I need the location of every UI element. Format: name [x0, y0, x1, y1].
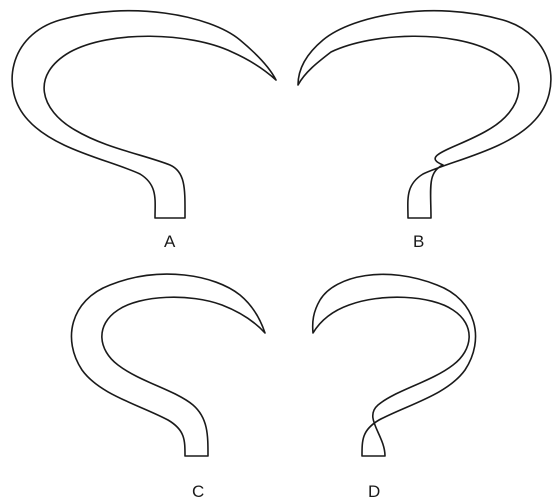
hook-shape-c: [71, 274, 265, 456]
hook-outline-c: [71, 274, 265, 456]
label-d: D: [368, 482, 380, 501]
hook-shape-d: [313, 274, 476, 456]
hook-shape-b: [298, 11, 551, 218]
hook-shape-a: [12, 11, 276, 218]
hook-outline-a: [12, 11, 276, 218]
hook-outline-d: [313, 274, 476, 456]
label-b: B: [413, 232, 424, 251]
label-c: C: [192, 482, 204, 501]
hook-outline-b: [298, 11, 551, 218]
label-a: A: [164, 232, 176, 251]
